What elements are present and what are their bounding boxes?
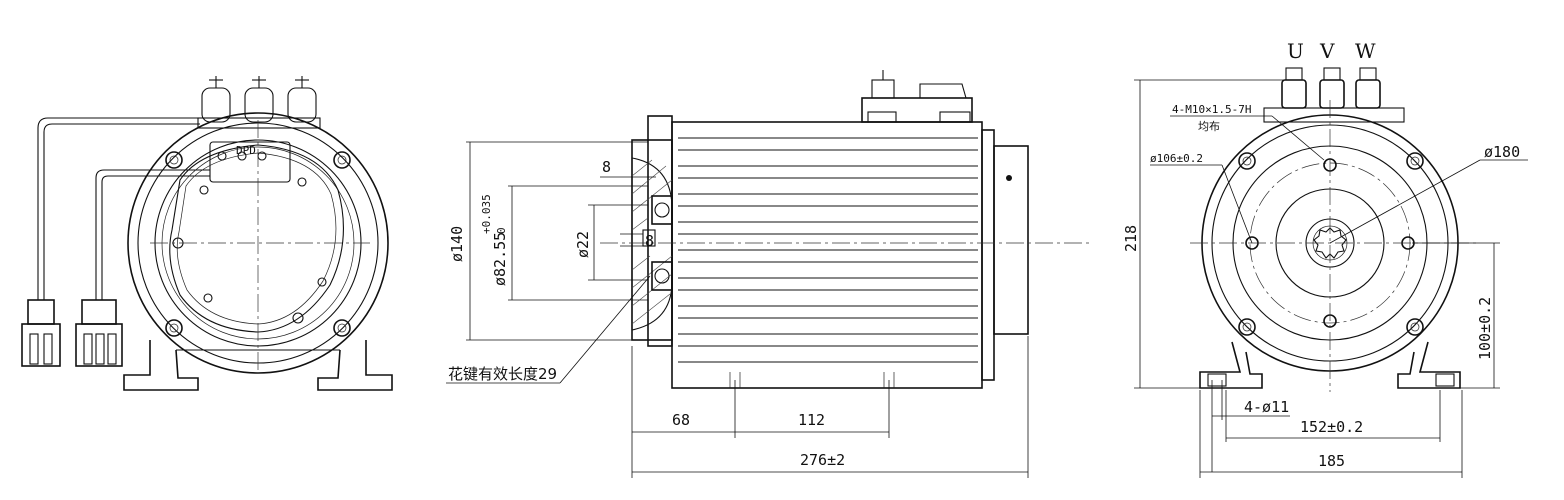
- spline-note: 花键有效长度29: [448, 365, 557, 383]
- dim-tol-lower: 0: [495, 227, 508, 234]
- dim-key8-top: 8: [602, 158, 611, 176]
- dim-h100: 100±0.2: [1476, 297, 1494, 360]
- thread-note-2: 均布: [1198, 120, 1220, 133]
- rear-end-view: DPD: [21, 76, 393, 391]
- dim-len68: 68: [672, 411, 690, 429]
- label-plate-text: DPD: [236, 144, 256, 157]
- terminal-box-side: [861, 70, 973, 123]
- front-bolts: [1238, 152, 1424, 336]
- dim-d106: ø106±0.2: [1150, 152, 1203, 165]
- dim-w185: 185: [1318, 452, 1345, 470]
- phase-label-u: U: [1287, 39, 1304, 63]
- wiring-harness: [21, 117, 210, 367]
- side-view: [600, 70, 1092, 389]
- phase-label-w: W: [1355, 39, 1376, 63]
- dim-w152: 152±0.2: [1300, 418, 1363, 436]
- dim-d140: ø140: [448, 226, 466, 262]
- dim-holes: 4-ø11: [1244, 398, 1289, 416]
- rear-cap-dot: [1006, 175, 1012, 181]
- cooling-fins: [678, 137, 978, 363]
- thread-note: 4-M10×1.5-7H: [1172, 103, 1251, 116]
- dim-d82: ø82.55: [491, 232, 509, 286]
- dim-h218: 218: [1122, 225, 1140, 252]
- dim-len112: 112: [798, 411, 825, 429]
- rear-bolts: [165, 151, 351, 337]
- side-view-dimensions: ø140 ø82.55 +0.035 0 ø22 8 8 花键有效长度29 68…: [446, 141, 1029, 478]
- phase-label-v: V: [1319, 39, 1335, 63]
- dim-d22: ø22: [574, 231, 592, 258]
- dim-d180: ø180: [1484, 143, 1520, 161]
- dim-key8-side: 8: [645, 232, 654, 250]
- front-view-dimensions: 4-M10×1.5-7H 均布 ø106±0.2 ø180 218 100±0.…: [1122, 79, 1528, 478]
- cable-glands-rear: [197, 76, 321, 129]
- terminals-front: [1263, 67, 1405, 123]
- dim-len276: 276±2: [800, 451, 845, 469]
- front-end-view: U V W: [1190, 39, 1478, 392]
- dim-tol-upper: +0.035: [480, 194, 493, 234]
